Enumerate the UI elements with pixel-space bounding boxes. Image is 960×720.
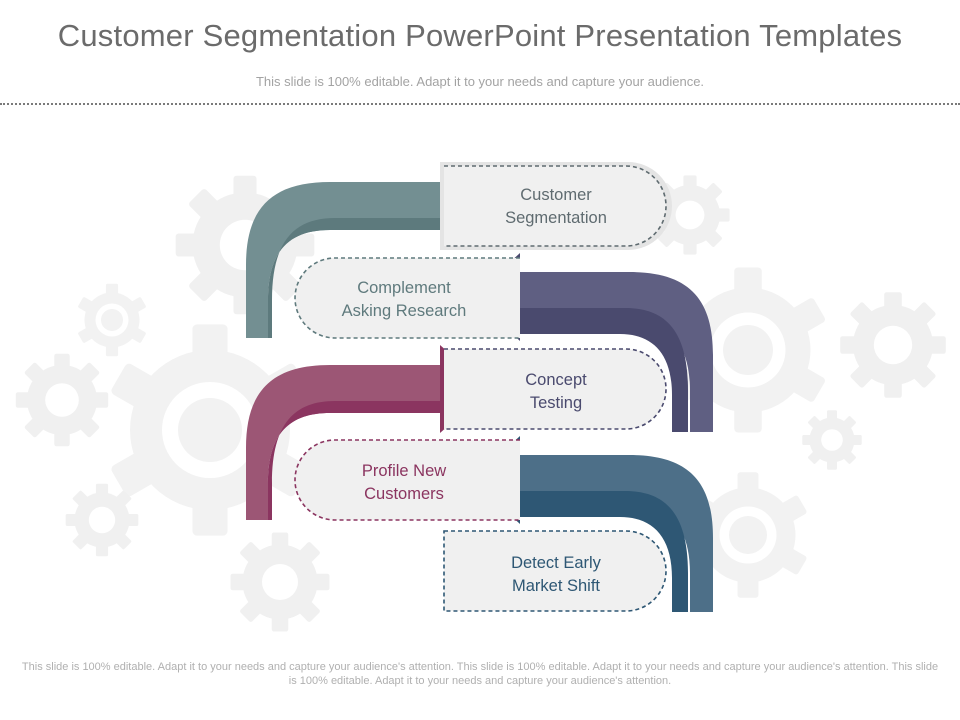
- step-label-line2: Asking Research: [342, 302, 467, 320]
- gear-icon: [230, 532, 330, 632]
- slide-title: Customer Segmentation PowerPoint Present…: [57, 18, 903, 53]
- step-label-line1: Profile New: [362, 462, 446, 480]
- dotted-divider: [0, 103, 960, 105]
- step-label-line1: Detect Early: [511, 554, 602, 572]
- slide-subtitle: This slide is 100% editable. Adapt it to…: [255, 74, 705, 89]
- gear-icon: [802, 410, 862, 470]
- step-complement-asking-research: Complement Asking Research: [294, 257, 520, 339]
- gear-icon: [65, 483, 139, 557]
- step-customer-segmentation: Customer Segmentation: [440, 162, 672, 250]
- gear-icon: [15, 353, 109, 447]
- step-label-line2: Customers: [364, 485, 444, 503]
- step-label-line1: Complement: [357, 279, 451, 297]
- slide-footer: This slide is 100% editable. Adapt it to…: [21, 661, 939, 687]
- step-label-line1: Concept: [525, 371, 587, 389]
- step-label-line2: Testing: [530, 394, 582, 412]
- step-label-line1: Customer: [520, 186, 592, 204]
- step-label-line2: Segmentation: [505, 209, 607, 227]
- step-profile-new-customers: Profile New Customers: [294, 439, 520, 521]
- gear-icon: [840, 292, 946, 398]
- step-label-line2: Market Shift: [512, 577, 600, 595]
- gear-icon: [77, 283, 147, 357]
- step-concept-testing: Concept Testing: [444, 348, 667, 430]
- step-detect-early-market-shift: Detect Early Market Shift: [443, 530, 667, 612]
